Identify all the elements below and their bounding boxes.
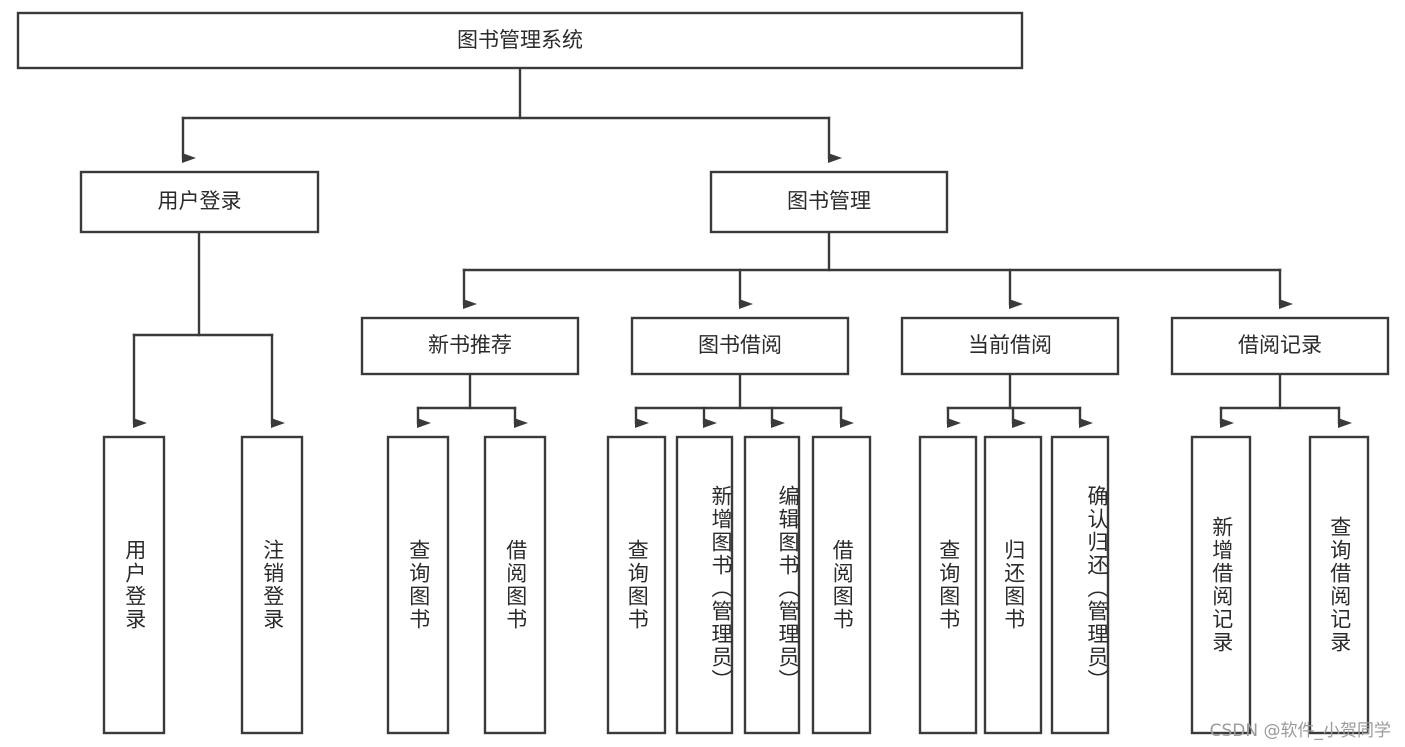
connector-newbook-bus	[416, 372, 528, 428]
node-box-leaf-return-book[interactable]	[983, 435, 1043, 735]
node-box-leaf-borrow-book-rec[interactable]	[483, 435, 547, 735]
node-box-leaf-query-book-rec[interactable]	[386, 435, 450, 735]
connector-currentborrow-bus	[946, 372, 1093, 428]
node-box-leaf-add-record[interactable]	[1190, 435, 1252, 735]
node-box-root[interactable]	[16, 11, 1024, 70]
node-box-new-book-recommend[interactable]	[360, 316, 580, 376]
node-box-leaf-query-book-borrow[interactable]	[606, 435, 667, 735]
node-box-leaf-edit-book[interactable]	[743, 435, 801, 735]
node-box-borrow-record[interactable]	[1170, 316, 1390, 376]
node-box-leaf-confirm-return[interactable]	[1050, 435, 1110, 735]
node-box-current-borrow[interactable]	[900, 316, 1120, 376]
connector-root-bus	[181, 66, 842, 163]
node-box-leaf-query-book-cur[interactable]	[918, 435, 978, 735]
node-box-leaf-logout[interactable]	[240, 435, 304, 735]
node-box-leaf-add-book[interactable]	[675, 435, 734, 735]
watermark-text: CSDN @软件_小贺同学	[1209, 721, 1391, 741]
connector-userlogin-bus	[132, 230, 285, 428]
connector-borrowrecord-bus	[1219, 372, 1352, 428]
connector-bookborrow-bus	[634, 372, 854, 428]
node-box-leaf-user-login[interactable]	[102, 435, 166, 735]
node-box-leaf-query-record[interactable]	[1308, 435, 1370, 735]
node-box-user-login[interactable]	[79, 170, 320, 234]
node-box-book-manage[interactable]	[709, 170, 949, 234]
connector-bookmanage-bus	[462, 230, 1293, 309]
node-box-leaf-borrow-book[interactable]	[811, 435, 872, 735]
node-box-book-borrow[interactable]	[630, 316, 850, 376]
